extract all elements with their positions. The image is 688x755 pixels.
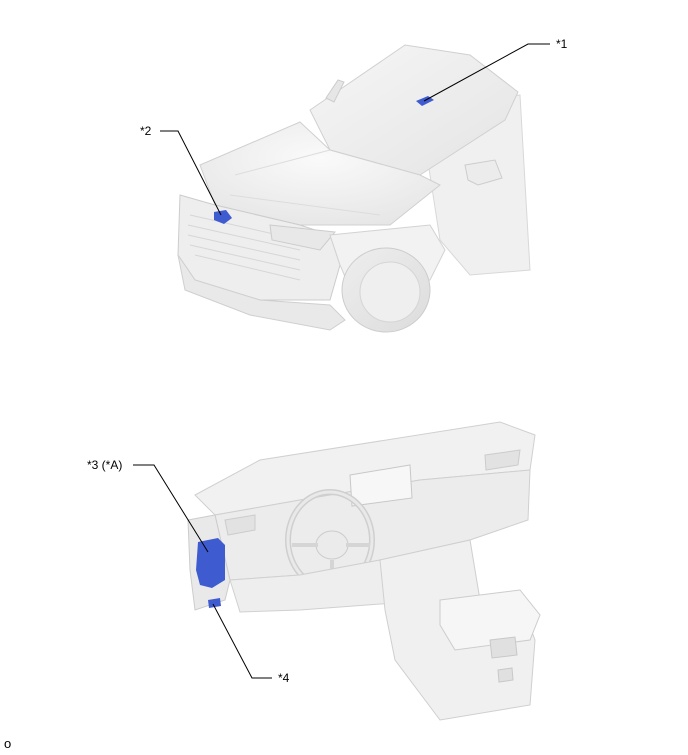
callout-label-1: *1 [556,37,568,51]
footer-mark: o [4,736,12,751]
body-ecu-component [196,538,225,588]
lower-connector-component [208,598,221,608]
callout-label-2: *2 [140,124,152,138]
callout-label-4: *4 [278,671,290,685]
leader-line-1 [423,43,550,102]
instrument-panel-illustration [187,421,541,721]
leader-line-2 [160,130,222,216]
vehicle-exterior-illustration [177,44,531,333]
callout-label-3: *3 (*A) [87,458,122,472]
leader-line-3 [133,464,209,553]
front-emblem-sensor-component [214,210,232,224]
leader-line-4 [212,603,272,679]
leader-lines [133,43,550,679]
